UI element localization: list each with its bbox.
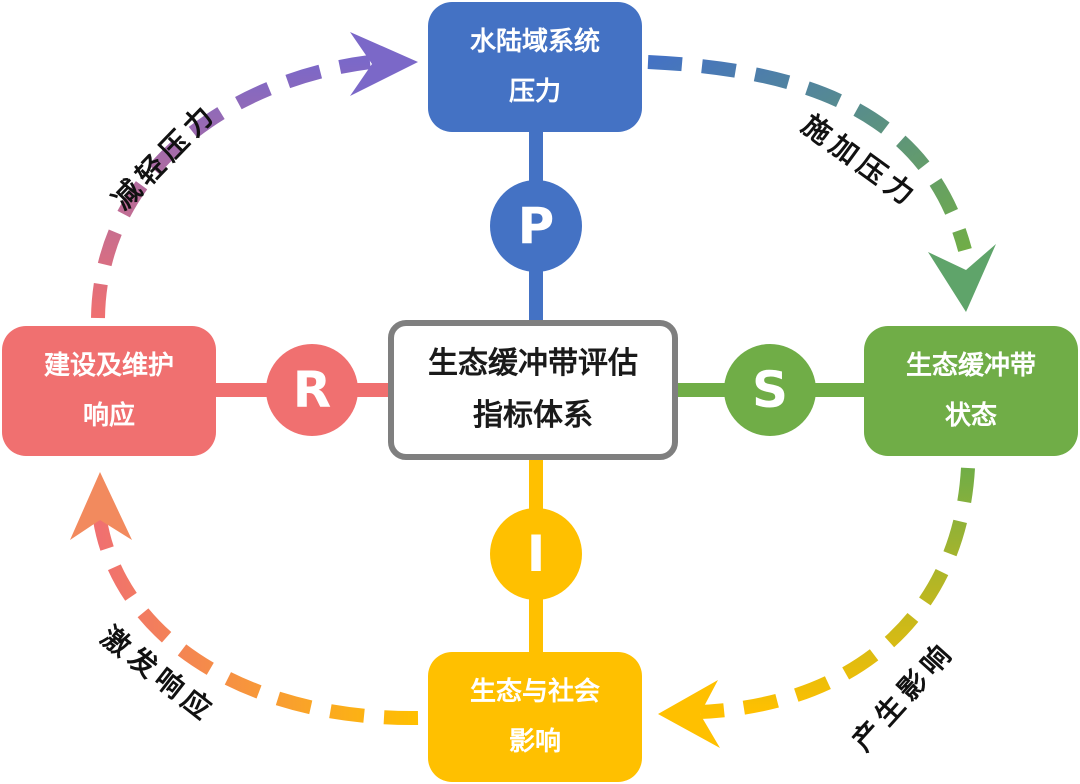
node-p: P [490,180,582,272]
pressure-box-line1: 水陆域系统 [469,27,600,57]
node-s-letter: S [751,361,788,419]
impact-box-line1: 生态与社会 [469,677,600,707]
arrow-reduce-pressure [91,55,371,319]
state-box: 生态缓冲带 状态 [864,326,1078,456]
impact-box: 生态与社会 影响 [428,652,642,782]
response-box: 建设及维护 响应 [2,326,216,456]
arrowhead-produce-impact [658,680,720,748]
node-r: R [266,344,358,436]
center-box: 生态缓冲带评估 指标体系 [388,320,678,460]
center-box-line2: 指标体系 [473,398,593,433]
arrowhead-reduce-pressure [350,32,418,96]
arrow-apply-pressure [647,55,972,252]
center-box-line1: 生态缓冲带评估 [428,346,638,381]
arrowhead-apply-pressure [928,244,996,312]
node-i-letter: I [526,525,546,583]
response-box-line2: 响应 [82,401,135,431]
node-s: S [724,344,816,436]
impact-box-line2: 影响 [508,727,561,757]
state-box-line1: 生态缓冲带 [905,351,1036,381]
node-r-letter: R [292,361,332,419]
arrow-trigger-response [93,518,419,726]
arrowhead-trigger-response [70,472,132,540]
node-i: I [490,508,582,600]
pressure-box-line2: 压力 [508,77,561,107]
node-p-letter: P [517,197,555,255]
state-box-line2: 状态 [944,401,997,431]
response-box-line1: 建设及维护 [43,351,174,381]
pressure-box: 水陆域系统 压力 [428,2,642,132]
arrow-produce-impact [699,467,975,719]
